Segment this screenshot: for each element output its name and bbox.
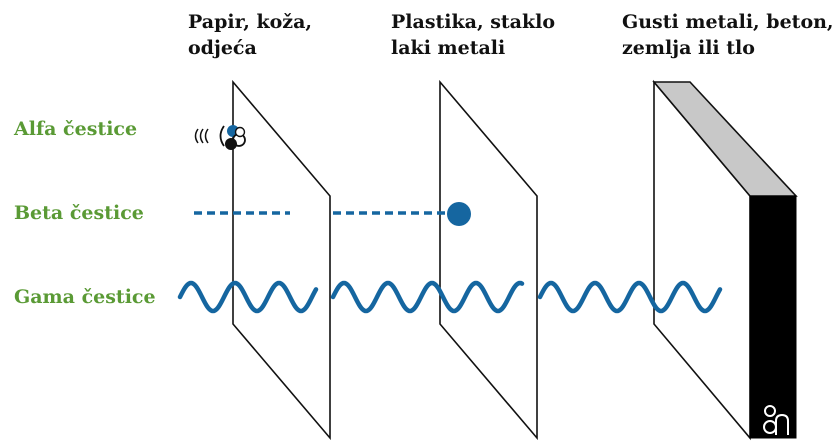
material-label-paper-line1: Papir, koža, xyxy=(188,11,313,33)
material-label-paper-line2: odjeća xyxy=(188,37,257,59)
gamma-wave-3 xyxy=(537,280,723,314)
material-label-plastic-line2: laki metali xyxy=(391,37,506,59)
alpha-label: Alfa čestice xyxy=(14,118,138,140)
gamma-wave-1 xyxy=(177,280,319,314)
material-label-wall-line1: Gusti metali, beton, xyxy=(622,11,834,33)
beta-particle-icon xyxy=(447,202,471,226)
material-label-plastic: Plastika, staklo laki metali xyxy=(391,9,555,61)
logo-icon xyxy=(763,405,789,435)
gamma-wave-2 xyxy=(330,280,525,314)
paper-sheet xyxy=(232,79,331,441)
beta-label: Beta čestice xyxy=(14,202,144,224)
gamma-label: Gama čestice xyxy=(14,286,156,308)
wall-side xyxy=(749,195,797,439)
material-label-wall: Gusti metali, beton, zemlja ili tlo xyxy=(622,9,834,61)
alpha-particle-icon xyxy=(194,125,246,150)
plastic-sheet xyxy=(439,79,538,441)
material-label-wall-line2: zemlja ili tlo xyxy=(622,37,755,59)
material-label-plastic-line1: Plastika, staklo xyxy=(391,11,556,33)
material-label-paper: Papir, koža, odjeća xyxy=(188,9,312,61)
